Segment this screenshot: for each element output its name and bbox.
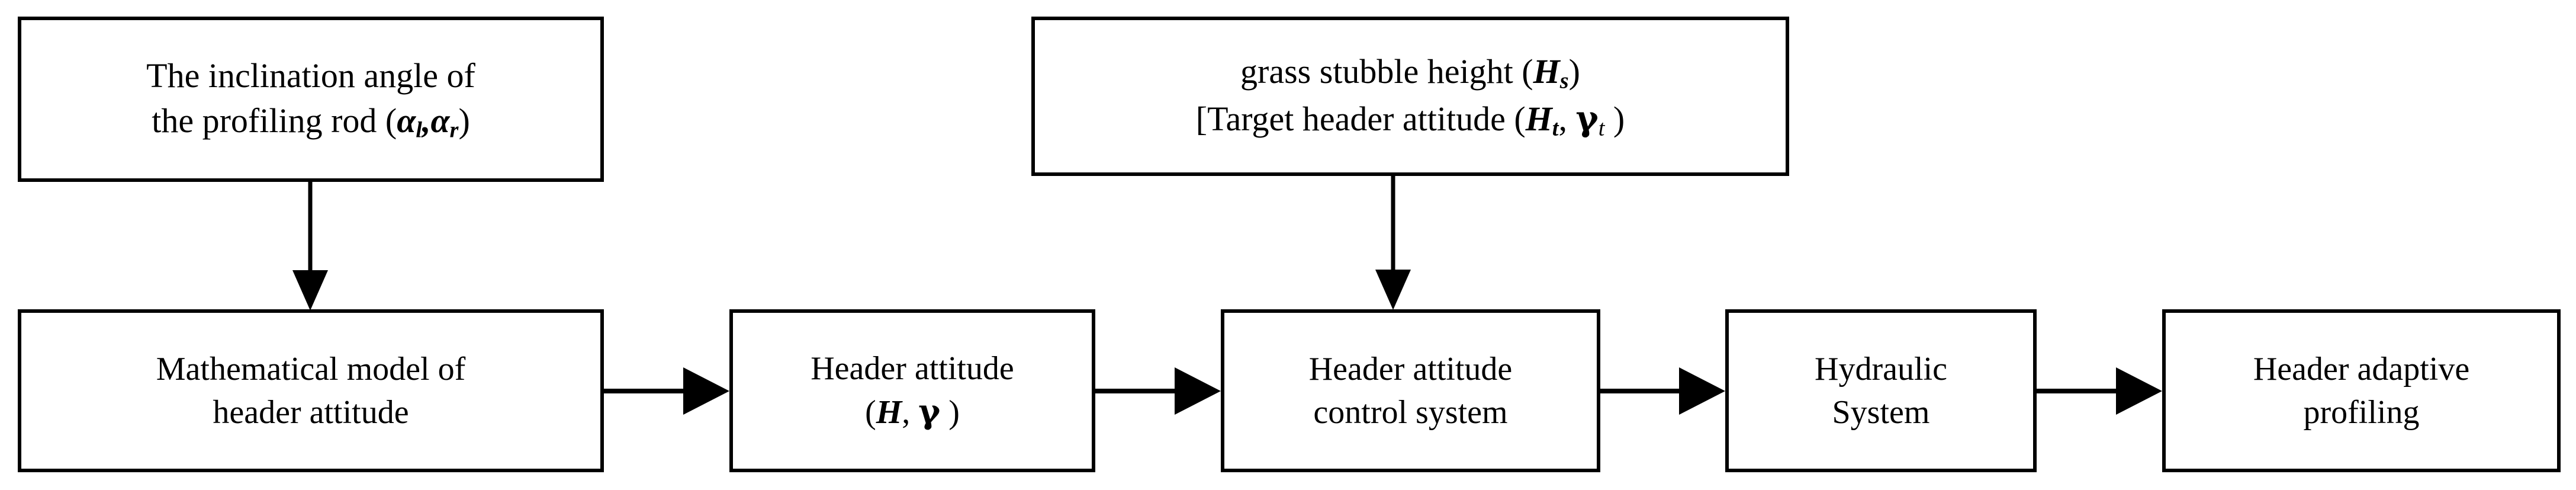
node-header-attitude-line2: (H, γ ) [865, 390, 960, 434]
node-mathematical-model-line2: header attitude [213, 393, 409, 431]
node-header-attitude: Header attitude (H, γ ) [729, 309, 1095, 472]
node-control-system-line1: Header attitude [1308, 350, 1513, 387]
arrow-head-right-icon [1679, 367, 1725, 415]
node-hydraulic-system: Hydraulic System [1725, 309, 2037, 472]
node-adaptive-profiling-line1: Header adaptive [2253, 350, 2470, 387]
subscript-r: r [449, 117, 459, 143]
node-control-system-line2: control system [1313, 393, 1508, 431]
text-comma: , [422, 101, 431, 140]
text-fragment: ) [1568, 52, 1580, 91]
arrow-shaft [1095, 389, 1184, 393]
node-header-adaptive-profiling: Header adaptive profiling [2162, 309, 2561, 472]
symbol-H: H [876, 394, 902, 431]
node-header-attitude-line1: Header attitude [811, 350, 1014, 387]
arrow-shaft [604, 389, 693, 393]
arrow-hydraulic-system-to-adaptive-profiling [2037, 367, 2162, 415]
node-hydraulic-system-line1: Hydraulic [1815, 350, 1947, 387]
node-adaptive-profiling-line2: profiling [2303, 393, 2420, 431]
node-mathematical-model: Mathematical model of header attitude [18, 309, 604, 472]
arrow-head-down-icon [292, 270, 328, 310]
node-inclination-angle-line1: The inclination angle of [146, 56, 475, 95]
subscript-t: t [1552, 115, 1559, 140]
arrow-shaft [2037, 389, 2125, 393]
arrow-math-model-to-header-attitude [604, 367, 729, 415]
arrow-head-right-icon [683, 367, 729, 415]
text-fragment: ( [865, 394, 876, 431]
text-fragment: grass stubble height ( [1240, 52, 1533, 91]
node-grass-stubble-line2: [Target header attitude (Ht, γt ) [1196, 97, 1625, 143]
text-fragment: ) [1604, 99, 1625, 138]
node-grass-stubble-height: grass stubble height (Hs) [Target header… [1031, 17, 1789, 176]
node-inclination-angle: The inclination angle of the profiling r… [18, 17, 604, 182]
arrow-control-system-to-hydraulic-system [1600, 367, 1725, 415]
symbol-gamma-t: γ [1575, 98, 1599, 139]
node-inclination-angle-line2: the profiling rod (αl,αr) [152, 98, 470, 145]
node-hydraulic-system-line2: System [1832, 393, 1930, 431]
text-fragment: [Target header attitude ( [1195, 99, 1526, 138]
symbol-H: H [1533, 52, 1560, 91]
node-grass-stubble-line1: grass stubble height (Hs) [1240, 49, 1580, 96]
text-comma: , [1558, 99, 1576, 138]
symbol-gamma: γ [918, 392, 941, 431]
text-fragment: the profiling rod ( [152, 101, 397, 140]
node-header-attitude-control-system: Header attitude control system [1221, 309, 1600, 472]
arrow-shaft [308, 181, 313, 272]
arrow-inclination-to-math-model [290, 181, 330, 310]
arrow-head-right-icon [2116, 367, 2162, 415]
arrow-head-right-icon [1175, 367, 1221, 415]
arrow-head-down-icon [1375, 270, 1411, 310]
subscript-t: t [1598, 115, 1605, 140]
arrow-shaft [1600, 389, 1689, 393]
text-fragment: ) [458, 101, 470, 140]
symbol-alpha-r: α [430, 101, 450, 140]
text-comma: , [902, 394, 919, 431]
arrow-grass-stubble-to-control-system [1373, 175, 1413, 310]
subscript-l: l [416, 117, 422, 143]
node-mathematical-model-line1: Mathematical model of [156, 350, 466, 387]
symbol-alpha-l: α [397, 101, 416, 140]
symbol-H-t: H [1525, 99, 1552, 138]
text-fragment: ) [940, 394, 960, 431]
subscript-s: s [1559, 68, 1569, 94]
arrow-header-attitude-to-control-system [1095, 367, 1221, 415]
arrow-shaft [1391, 175, 1395, 271]
